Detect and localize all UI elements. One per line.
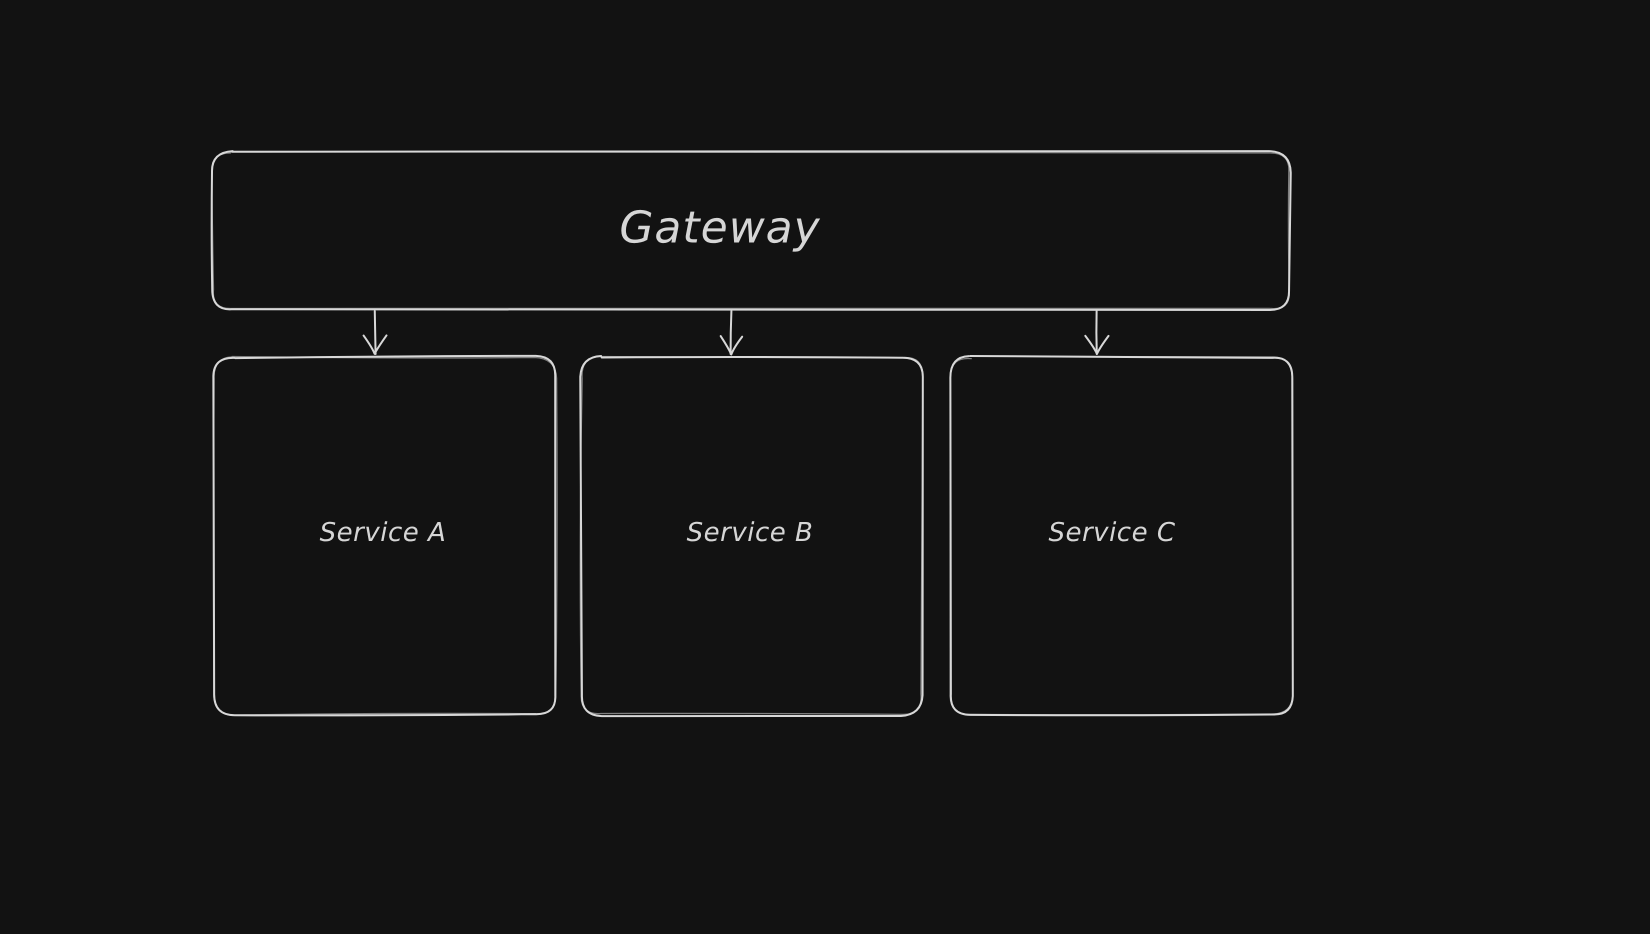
node-shape-service-c — [949, 355, 1294, 717]
node-shape-service-b — [579, 355, 925, 718]
edge-gateway-to-service-c — [1084, 310, 1110, 355]
node-shape-gateway — [210, 150, 1292, 311]
edge-gateway-to-service-a — [362, 310, 388, 355]
edge-gateway-to-service-b — [719, 310, 744, 356]
node-shape-service-a — [212, 354, 558, 717]
